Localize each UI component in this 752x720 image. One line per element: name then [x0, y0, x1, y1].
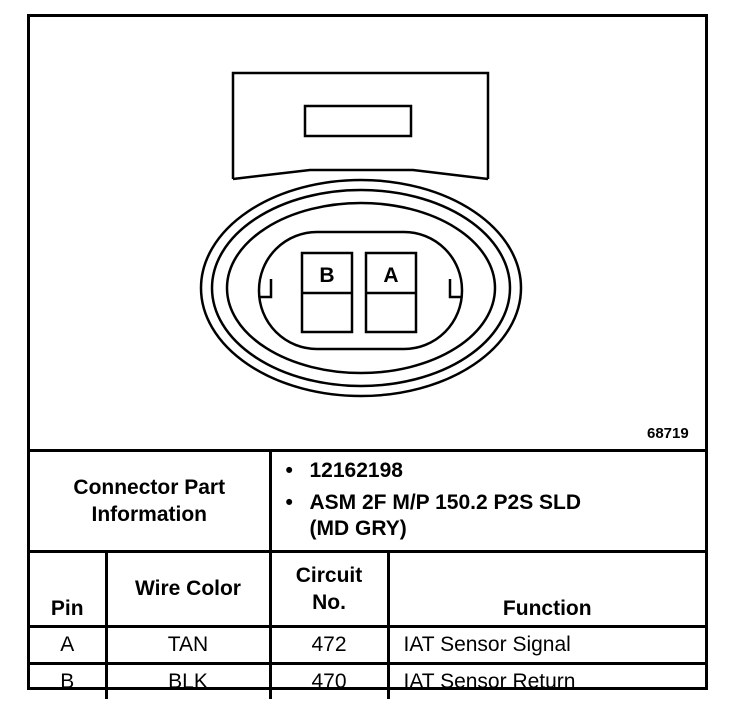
- header-circuit-line2: No.: [312, 591, 346, 614]
- figure-number: 68719: [647, 425, 689, 442]
- connector-info-label: Connector Part Information: [30, 449, 272, 553]
- cavity-b-label: B: [319, 264, 334, 287]
- connector-face: [257, 230, 464, 351]
- connector-outer-shell: [199, 178, 523, 398]
- connector-table: Connector Part Information • 12162198 • …: [30, 449, 706, 699]
- circuit-cell: 472: [268, 625, 390, 665]
- connector-info-values: • 12162198 • ASM 2F M/P 150.2 P2S SLD (M…: [268, 449, 706, 553]
- header-row: Pin Wire Color Circuit No. Function: [30, 550, 706, 628]
- connector-seal-ring: [225, 201, 497, 375]
- lock-slot: [303, 104, 413, 138]
- wire-color-cell: BLK: [104, 662, 272, 699]
- connector-info-label-line2: Information: [91, 503, 208, 526]
- part-color: (MD GRY): [309, 517, 407, 540]
- part-description: ASM 2F M/P 150.2 P2S SLD: [309, 491, 582, 514]
- part-description-item: • ASM 2F M/P 150.2 P2S SLD (MD GRY): [286, 490, 706, 542]
- header-circuit: Circuit No.: [268, 550, 390, 628]
- header-function: Function: [386, 550, 706, 628]
- connector-shoulder: [232, 168, 489, 181]
- header-pin: Pin: [30, 550, 108, 628]
- function-cell: IAT Sensor Signal: [386, 625, 706, 665]
- connector-info-label-line1: Connector Part: [73, 476, 226, 499]
- wire-color-cell: TAN: [104, 625, 272, 665]
- pin-cell: B: [30, 662, 108, 699]
- table-row: A TAN 472 IAT Sensor Signal: [30, 625, 706, 665]
- table-row: B BLK 470 IAT Sensor Return: [30, 662, 706, 699]
- connector-drawing: B A: [199, 71, 523, 398]
- circuit-cell: 470: [268, 662, 390, 699]
- face-side-step-left: [259, 279, 273, 299]
- bullet-icon: •: [285, 491, 293, 514]
- connector-sheet: B A 68719 Connector Part Information • 1…: [27, 14, 708, 699]
- part-number-item: • 12162198: [286, 458, 706, 484]
- connector-lock-tab: [231, 71, 490, 179]
- connector-inner-shell: [210, 188, 512, 388]
- connector-info-row: Connector Part Information • 12162198 • …: [30, 449, 706, 553]
- bullet-icon: •: [285, 459, 293, 482]
- function-cell: IAT Sensor Return: [386, 662, 706, 699]
- header-wire-color: Wire Color: [104, 550, 272, 628]
- pin-cell: A: [30, 625, 108, 665]
- face-side-step-right: [448, 279, 462, 299]
- header-circuit-line1: Circuit: [295, 564, 363, 587]
- cavity-a-label: A: [383, 264, 398, 287]
- part-number: 12162198: [309, 459, 403, 482]
